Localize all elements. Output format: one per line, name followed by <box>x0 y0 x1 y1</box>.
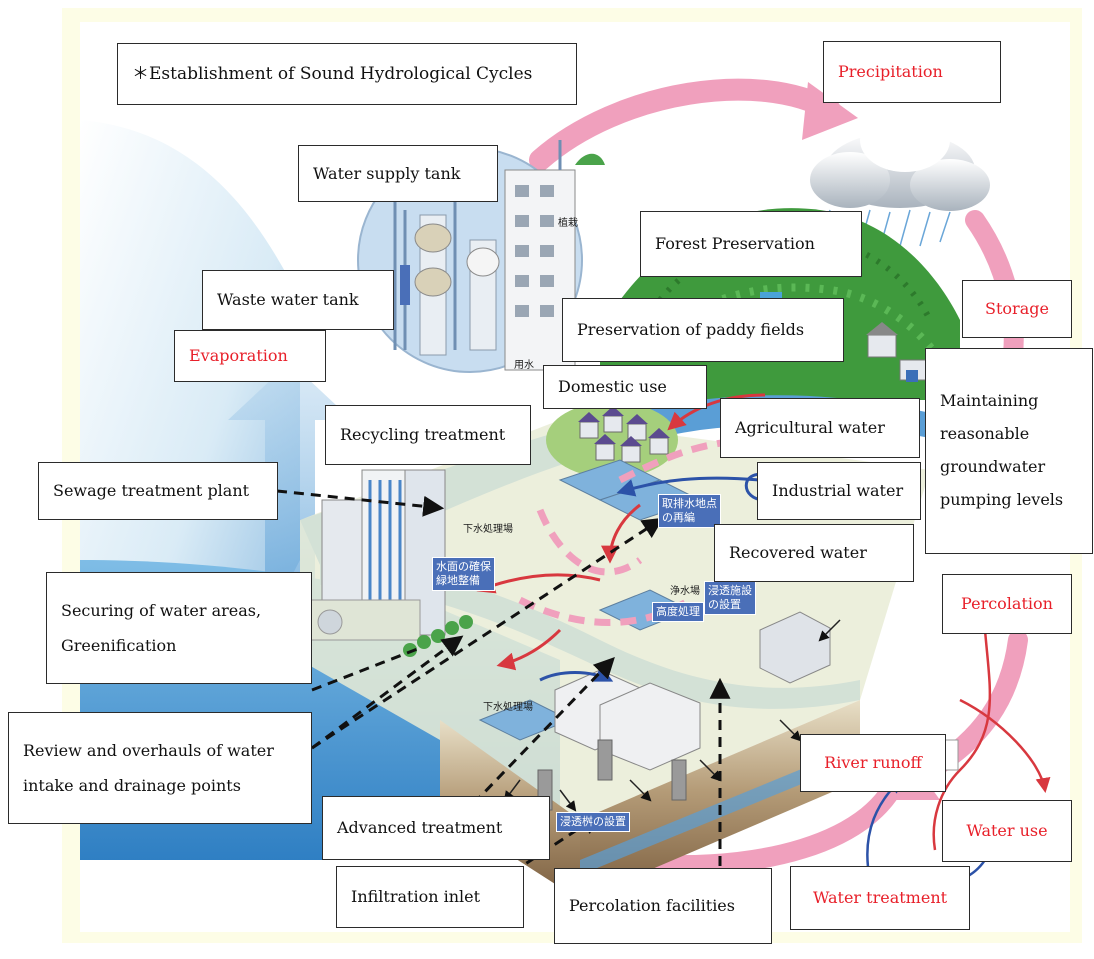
label-domestic-use: Domestic use <box>543 365 707 409</box>
water-use-loop-red-2 <box>959 698 1051 793</box>
label-forest-preservation: Forest Preservation <box>640 211 862 277</box>
river-trees <box>403 615 473 657</box>
label-recycling-treatment: Recycling treatment <box>325 405 531 465</box>
water-use-small-box <box>943 739 959 771</box>
planting-jp: 植栽 <box>558 218 578 229</box>
label-infiltration-inlet: Infiltration inlet <box>336 866 524 928</box>
leader-review-2 <box>311 635 464 750</box>
cycle-arrow-precipitation-head <box>802 82 858 140</box>
sewage-plant-jp-2: 下水処理場 <box>483 702 533 713</box>
label-sewage-treatment-plant: Sewage treatment plant <box>38 462 278 520</box>
lower-flow-red <box>496 628 562 671</box>
evaporation-arrow <box>228 362 352 650</box>
building-cutaway <box>357 140 605 373</box>
advanced-jp-badge: 高度処理 <box>652 602 704 622</box>
label-water-use: Water use <box>942 800 1072 862</box>
industrial-flow-red <box>601 503 641 564</box>
diagram-title: ＊Establishment of Sound Hydrological Cyc… <box>117 43 577 105</box>
label-review-overhauls: Review and overhauls of water intake and… <box>8 712 312 824</box>
label-recovered-water: Recovered water <box>714 524 914 582</box>
drain-jp: 用水 <box>514 360 534 371</box>
industrial-flow-blue <box>616 476 761 497</box>
label-water-supply-tank: Water supply tank <box>298 145 498 202</box>
label-storage: Storage <box>962 280 1072 338</box>
intake-review-jp-badge: 取排水地点 の再編 <box>658 494 721 528</box>
cycle-arrow-precipitation <box>529 78 841 171</box>
label-river-runoff: River runoff <box>800 734 946 792</box>
rain-cloud <box>810 108 990 249</box>
label-agricultural-water: Agricultural water <box>720 398 920 458</box>
houses-right <box>866 322 927 382</box>
sewage-plant-jp-1: 下水処理場 <box>463 524 513 535</box>
domestic-houses <box>546 402 678 478</box>
water-use-loop-red <box>932 629 992 851</box>
leader-sewage <box>276 489 445 517</box>
land-top <box>300 420 930 820</box>
label-water-treatment: Water treatment <box>790 866 970 930</box>
water-area-jp-badge: 水面の確保 緑地整備 <box>432 557 495 591</box>
label-advanced-treatment: Advanced treatment <box>322 796 550 860</box>
groundwater-arrows <box>503 619 841 812</box>
label-paddy-fields: Preservation of paddy fields <box>562 298 844 362</box>
percolation-jp-badge: 浸透施設 の設置 <box>704 581 756 615</box>
agri-flow-red <box>667 393 766 431</box>
leader-review-1 <box>311 517 664 750</box>
infiltration-jp-badge: 浸透桝の設置 <box>556 812 630 832</box>
label-precipitation: Precipitation <box>823 41 1001 103</box>
label-waste-water-tank: Waste water tank <box>202 270 394 330</box>
leader-water-areas <box>311 646 421 692</box>
purification-jp: 浄水場 <box>670 586 700 597</box>
treatment-buildings <box>554 611 831 771</box>
label-groundwater-levels: Maintaining reasonable groundwater pumpi… <box>925 348 1093 554</box>
label-evaporation: Evaporation <box>174 330 326 382</box>
label-water-areas-greenification: Securing of water areas, Greenification <box>46 572 312 684</box>
label-percolation-facilities: Percolation facilities <box>554 868 772 944</box>
label-percolation: Percolation <box>942 574 1072 634</box>
land-side <box>580 700 860 900</box>
label-industrial-water: Industrial water <box>757 462 921 520</box>
city-towers <box>299 469 446 641</box>
